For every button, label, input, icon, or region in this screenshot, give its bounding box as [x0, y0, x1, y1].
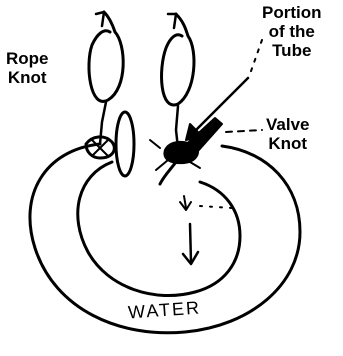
left-rope-top — [96, 12, 104, 26]
rope-knot-label: Rope Knot — [6, 49, 49, 87]
tube-inner-edge — [78, 162, 240, 296]
portion-label-line-2: of the — [262, 22, 322, 41]
portion-label-line-1: Portion — [262, 3, 322, 22]
valve-knot-cluster — [164, 142, 198, 163]
valve-dashed-line — [226, 130, 262, 132]
valve-label-line-1: Valve — [266, 115, 310, 134]
portion-dashed-line — [250, 40, 262, 74]
right-rope-loop — [162, 14, 194, 105]
rope-knot-label-line-2: Knot — [6, 68, 49, 87]
flow-dash-marks — [200, 206, 232, 208]
right-rope-top — [168, 14, 176, 28]
left-rope-loop — [89, 12, 123, 101]
valve-label-line-2: Knot — [266, 134, 310, 153]
portion-label-line-3: Tube — [262, 41, 322, 60]
portion-of-tube-label: Portion of the Tube — [262, 3, 322, 60]
rope-knot-label-line-1: Rope — [6, 49, 49, 68]
rope-knot-oval — [116, 112, 134, 176]
valve-knot-label: Valve Knot — [266, 115, 310, 153]
flow-arrow-2 — [190, 224, 191, 262]
